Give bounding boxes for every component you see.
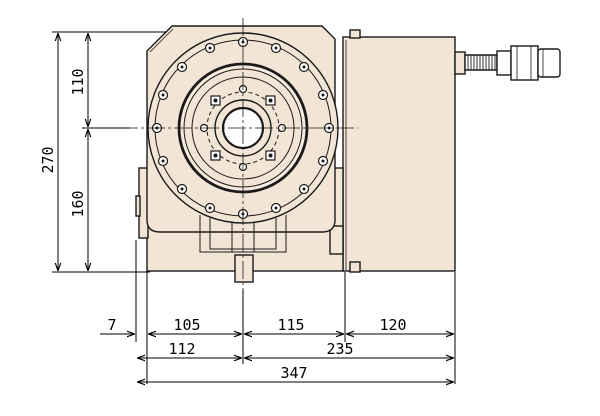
drain-spout (234, 254, 254, 283)
dim-height-lower: 160 (69, 190, 87, 217)
dim-span-112: 112 (168, 340, 195, 358)
dim-height-total: 270 (39, 146, 57, 173)
dim-segment-115: 115 (277, 316, 304, 334)
motor-housing (342, 36, 456, 272)
dim-height-upper: 110 (69, 68, 87, 95)
dim-segment-105: 105 (173, 316, 200, 334)
dim-overall-width: 347 (280, 364, 307, 382)
cable-connector (454, 45, 561, 81)
dimension-lines (52, 31, 456, 384)
dim-segment-120: 120 (379, 316, 406, 334)
center-lines (120, 18, 358, 292)
dim-span-235: 235 (326, 340, 353, 358)
dimension-labels: 270 110 160 7 105 115 120 112 235 347 (39, 68, 407, 382)
dim-offset-left: 7 (107, 316, 116, 334)
